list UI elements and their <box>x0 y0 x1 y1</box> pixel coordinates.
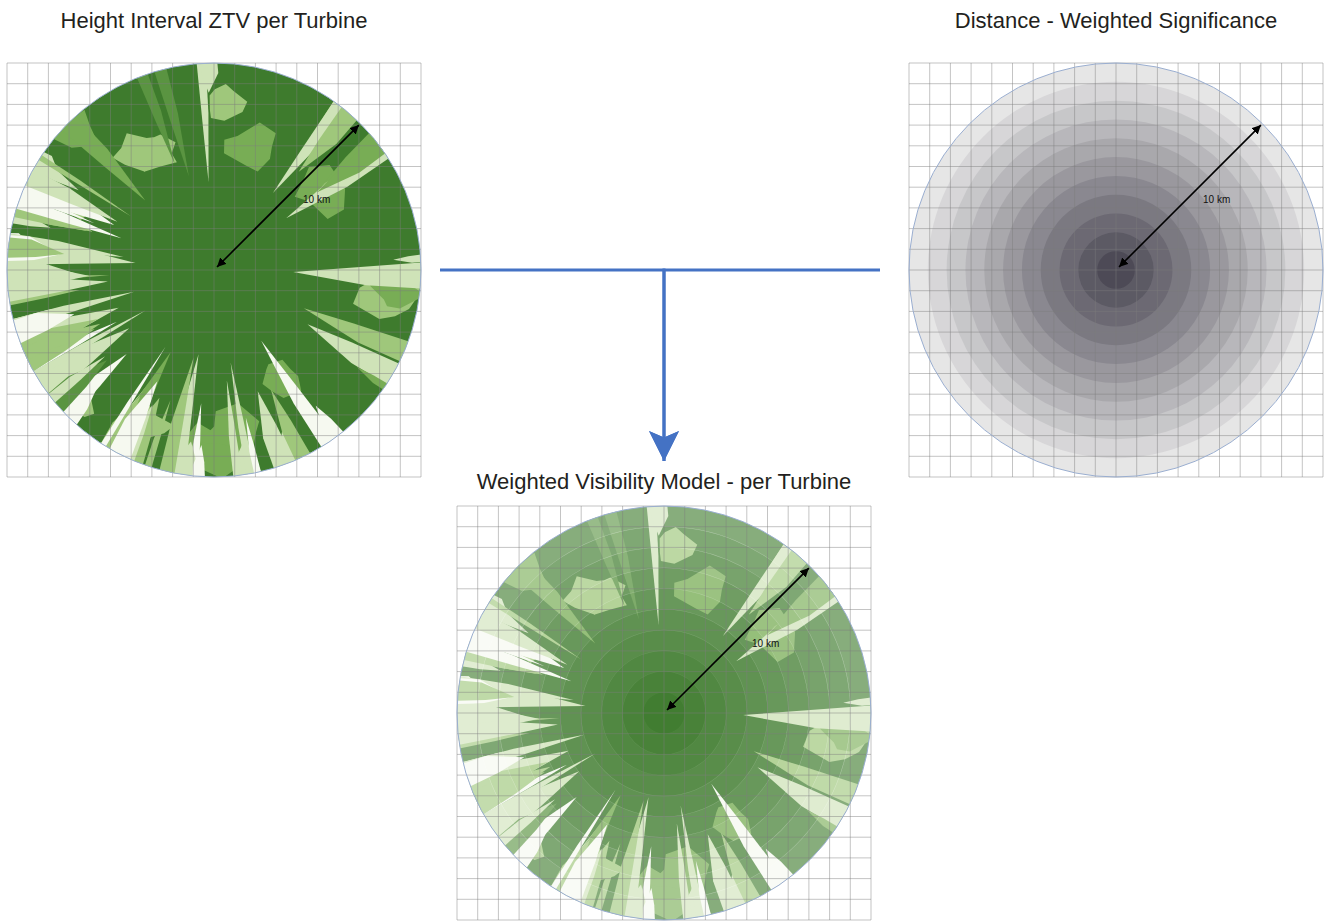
ztv-base <box>457 506 871 920</box>
ztv-base <box>7 63 421 477</box>
panel-title: Height Interval ZTV per Turbine <box>61 8 368 34</box>
distance-ring <box>909 63 1323 477</box>
grid-line <box>1302 63 1303 477</box>
grid-line <box>457 899 871 900</box>
scale-arrow <box>1119 125 1261 267</box>
grid-line <box>400 63 401 477</box>
ztv-streak <box>43 360 107 416</box>
grid-line <box>909 435 1323 436</box>
grid-line <box>7 435 421 436</box>
circle-fill <box>1 57 427 483</box>
ztv-streak <box>22 340 78 373</box>
panel-title: Distance - Weighted Significance <box>955 8 1277 34</box>
scale-arrow <box>217 125 359 267</box>
panel-artwork <box>457 506 871 920</box>
grid <box>909 63 1323 477</box>
grid-line <box>850 506 851 920</box>
grid-line <box>829 506 830 920</box>
grid-line <box>379 63 380 477</box>
grid <box>7 63 421 477</box>
ztv-streak <box>152 63 188 177</box>
weight-band <box>457 506 872 921</box>
grid-line <box>909 414 1323 415</box>
ztv-streak <box>293 262 427 289</box>
flow-connector <box>664 270 880 461</box>
ztv-patch <box>113 133 167 171</box>
ztv-streak <box>1 237 64 258</box>
ztv-streak <box>317 133 390 192</box>
panel-artwork <box>909 63 1323 477</box>
flow-connector <box>440 270 664 461</box>
scale-arrow <box>667 568 809 710</box>
ztv-streak <box>198 57 218 93</box>
grid-line <box>1281 63 1282 477</box>
map-panel: Weighted Visibility Model - per Turbine1… <box>457 506 871 920</box>
ztv-streak <box>7 313 74 346</box>
ztv-streak <box>316 406 348 445</box>
ztv-patch <box>224 122 276 171</box>
ztv-streak <box>393 254 427 263</box>
grid-line <box>909 456 1323 457</box>
panel-artwork <box>7 63 421 477</box>
circle-fill <box>451 500 877 921</box>
circle-fill <box>909 63 1323 477</box>
grid-line <box>457 857 871 858</box>
ztv-streak <box>246 418 263 479</box>
panel-title: Weighted Visibility Model - per Turbine <box>477 469 852 495</box>
grid-line <box>7 414 421 415</box>
circle-outline <box>909 63 1323 477</box>
grid-line <box>7 456 421 457</box>
grid <box>457 506 871 920</box>
map-panel: Height Interval ZTV per Turbine10 km <box>7 63 421 477</box>
ztv-streak <box>143 401 170 474</box>
ztv-patch <box>210 84 248 121</box>
grid-line <box>457 878 871 879</box>
ztv-streak <box>227 380 244 482</box>
scale-label: 10 km <box>303 194 330 206</box>
scale-label: 10 km <box>1203 194 1230 206</box>
map-panel: Distance - Weighted Significance10 km <box>909 63 1323 477</box>
circle-outline <box>457 506 871 920</box>
ztv-streak <box>10 195 121 238</box>
circle-outline <box>7 63 421 477</box>
ztv-streak <box>357 367 393 393</box>
scale-label: 10 km <box>752 638 779 650</box>
